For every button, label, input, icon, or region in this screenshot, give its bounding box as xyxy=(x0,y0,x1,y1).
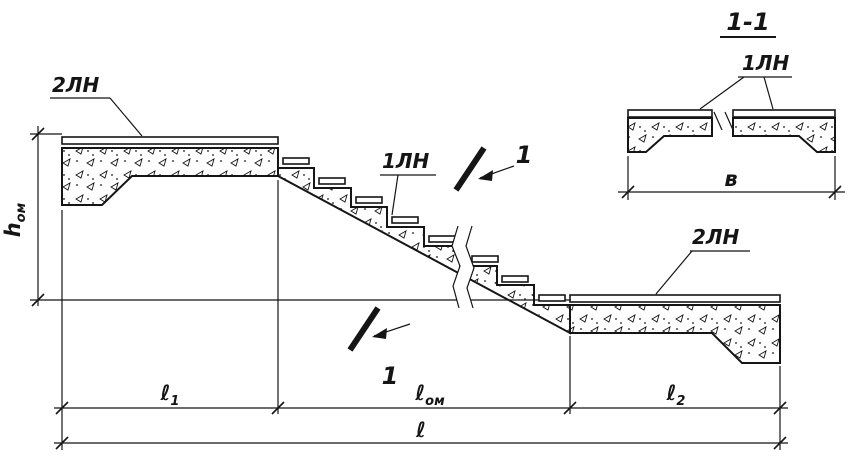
section-number-top: 1 xyxy=(516,141,533,169)
section-number-bottom: 1 xyxy=(382,362,399,390)
leader-line xyxy=(391,174,399,216)
tread-tile xyxy=(538,294,566,302)
upper-landing-cover-strip xyxy=(61,136,279,145)
tread-tile xyxy=(318,177,346,185)
detail-width-label: в xyxy=(724,167,737,191)
leader-line xyxy=(763,76,774,110)
leader-line xyxy=(655,250,693,295)
tread-tile xyxy=(471,255,499,263)
tread-tile xyxy=(355,196,383,204)
detail-cover-strip-left xyxy=(627,109,713,118)
dim-tick xyxy=(828,185,842,199)
detail-section-1-1: 1-1 1ЛН в xyxy=(618,8,845,200)
upper-landing-slab xyxy=(61,147,279,206)
lower-landing-cover-label: 2ЛН xyxy=(692,225,740,249)
break-line-left xyxy=(451,225,461,309)
dim-tick xyxy=(773,436,787,450)
break-line-right xyxy=(465,225,475,309)
dim-tick xyxy=(271,401,285,415)
detail-slab-right xyxy=(732,117,836,153)
leader-line xyxy=(699,76,745,110)
dim-tick xyxy=(55,401,69,415)
detail-title: 1-1 xyxy=(726,8,769,36)
detail-break-mark xyxy=(724,111,734,131)
annotations: 2ЛН 1ЛН 2ЛН xyxy=(50,73,750,295)
tread-tile xyxy=(428,235,456,243)
dim-label-lom: ℓом xyxy=(414,381,445,409)
leader-line xyxy=(109,97,143,137)
tread-cover-label: 1ЛН xyxy=(382,149,430,173)
detail-slab-left xyxy=(627,117,713,153)
section-marks: 1 1 xyxy=(347,141,533,390)
tread-tile xyxy=(501,275,529,283)
lower-landing-cover-strip xyxy=(569,294,781,303)
tread-tile xyxy=(391,216,419,224)
dim-tick xyxy=(563,401,577,415)
dim-tick xyxy=(31,293,45,307)
detail-cover-strip-right xyxy=(732,109,836,118)
dim-label-l-total: ℓ xyxy=(415,418,426,442)
elevation-view xyxy=(61,136,781,364)
detail-break-mark xyxy=(713,111,723,131)
break-band xyxy=(452,226,474,308)
dim-tick xyxy=(773,401,787,415)
section-arrowhead-bottom xyxy=(372,328,387,339)
lower-landing-slab xyxy=(569,304,781,364)
dim-label-l2: ℓ2 xyxy=(666,381,686,409)
tread-tile xyxy=(282,157,310,165)
stair-flight-slab xyxy=(277,148,571,335)
detail-cover-label: 1ЛН xyxy=(742,51,790,75)
dim-tick xyxy=(55,436,69,450)
upper-landing-cover-label: 2ЛН xyxy=(52,73,100,97)
section-cut-mark-top xyxy=(453,146,487,192)
section-cut-mark-bottom xyxy=(347,306,381,352)
dim-label-h: hом xyxy=(1,202,29,237)
section-arrowhead-top xyxy=(478,170,493,181)
dim-label-l1: ℓ1 xyxy=(160,381,180,409)
dim-tick xyxy=(31,127,45,141)
dim-tick xyxy=(621,185,635,199)
dimensions: ℓ1 ℓом ℓ2 ℓ hом xyxy=(1,126,788,450)
